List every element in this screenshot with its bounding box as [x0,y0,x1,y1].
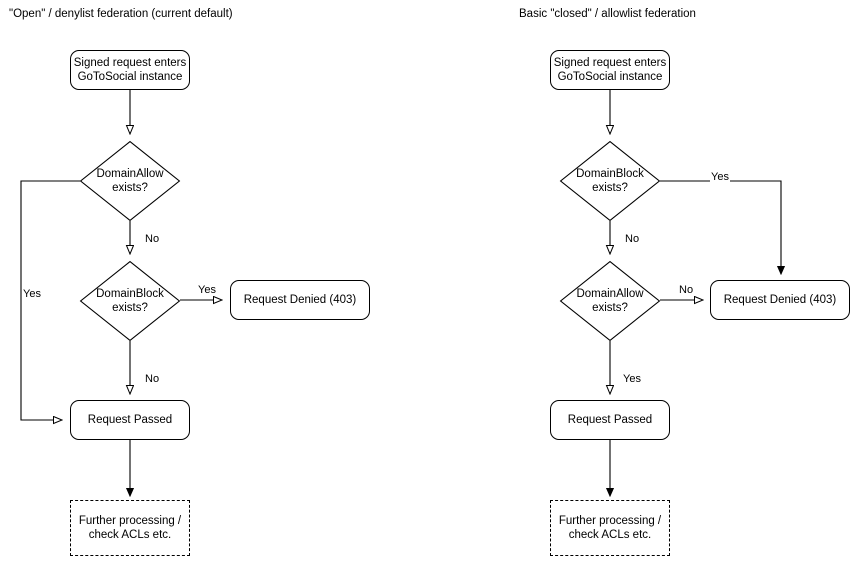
node-label: Further processing / check ACLs etc. [79,514,181,542]
node-label-line-1: Signed request enters [553,57,667,69]
node-label: Request Denied (403) [243,294,357,306]
edge-left-allow-yes-to-passed [20,180,80,420]
node-request-passed-left: Request Passed [70,400,190,440]
diagram-title-closed-allowlist: Basic "closed" / allowlist federation [519,8,696,20]
node-decision-domainallow-exists-right: DomainAllow exists? [559,260,661,342]
node-label: Signed request enters GoToSocial instanc… [554,56,667,84]
edge-right-block-yes-to-denied [660,180,781,274]
node-request-denied-left: Request Denied (403) [230,280,370,320]
node-label-line-2: GoToSocial instance [557,71,663,83]
node-decision-domainblock-exists-left: DomainBlock exists? [79,260,181,342]
edge-label-left-block-no: No [144,373,161,385]
node-signed-request-enters-left: Signed request enters GoToSocial instanc… [70,50,190,90]
diagram-title-open-denylist: "Open" / denylist federation (current de… [9,8,233,20]
node-signed-request-enters-right: Signed request enters GoToSocial instanc… [550,50,670,90]
node-label: Request Passed [567,414,653,426]
node-label-line-2: check ACLs etc. [568,529,652,541]
edge-label-left-block-yes: Yes [197,284,217,296]
edge-label-right-allow-no: No [678,284,695,296]
node-label-line-1: Further processing / [78,515,182,527]
node-label-line-2: check ACLs etc. [88,529,172,541]
node-label-line-2: GoToSocial instance [77,71,183,83]
edge-label-right-block-no: No [624,233,641,245]
node-further-processing-left: Further processing / check ACLs etc. [70,500,190,556]
node-decision-domainallow-exists-left: DomainAllow exists? [79,140,181,222]
node-label-line-1: Further processing / [558,515,662,527]
edge-label-left-allow-yes: Yes [22,288,42,300]
node-further-processing-right: Further processing / check ACLs etc. [550,500,670,556]
node-label: Signed request enters GoToSocial instanc… [74,56,187,84]
node-request-denied-right: Request Denied (403) [710,280,850,320]
edge-label-right-block-yes: Yes [710,171,730,183]
node-label-line-1: Signed request enters [73,57,187,69]
edge-label-right-allow-yes: Yes [622,373,642,385]
node-decision-domainblock-exists-right: DomainBlock exists? [559,140,661,222]
edge-label-left-allow-no: No [144,233,161,245]
node-label: Request Denied (403) [723,294,837,306]
node-label: Further processing / check ACLs etc. [559,514,661,542]
node-request-passed-right: Request Passed [550,400,670,440]
node-label: Request Passed [87,414,173,426]
